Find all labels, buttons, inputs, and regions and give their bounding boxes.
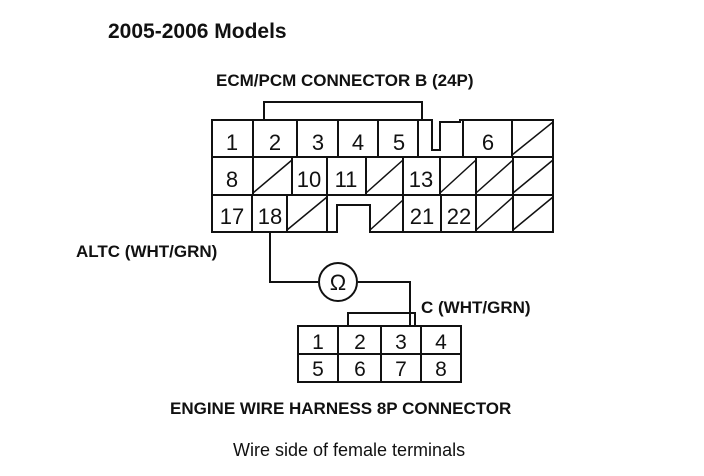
- ecm-terminal: 4: [352, 130, 364, 155]
- ohmmeter-symbol: [318, 262, 358, 302]
- model-title: 2005-2006 Models: [108, 20, 287, 43]
- ecm-connector-label: ECM/PCM CONNECTOR B (24P): [216, 71, 474, 90]
- ecm-terminal: 5: [393, 130, 405, 155]
- c-wire: [358, 281, 411, 326]
- ecm-terminal: 13: [409, 167, 433, 192]
- ohm-icon: Ω: [330, 270, 346, 295]
- altc-wire: [269, 232, 318, 283]
- altc-wire-label: ALTC (WHT/GRN): [76, 242, 217, 261]
- harness-terminal: 5: [312, 358, 324, 381]
- ecm-lock-tab: [263, 101, 423, 120]
- harness-terminal: 6: [354, 358, 366, 381]
- harness-connector-label: ENGINE WIRE HARNESS 8P CONNECTOR: [170, 399, 511, 418]
- harness-terminal: 1: [312, 331, 324, 354]
- caption: Wire side of female terminals: [233, 440, 465, 460]
- harness-terminal: 7: [395, 358, 407, 381]
- ecm-terminal: 11: [335, 167, 358, 192]
- harness-terminal: 3: [395, 331, 407, 354]
- ecm-terminal: 22: [447, 204, 471, 229]
- ecm-terminal: 21: [410, 204, 434, 229]
- ecm-terminal: 6: [482, 130, 494, 155]
- harness-terminal: 8: [435, 358, 447, 381]
- ecm-terminal: 10: [297, 167, 321, 192]
- ecm-connector: 1 2 3 4 5 6 8 10 11 13 17 18 21 22: [211, 119, 554, 233]
- ecm-terminal: 18: [258, 204, 282, 229]
- c-wire-label: C (WHT/GRN): [421, 298, 531, 317]
- harness-terminal: 4: [435, 331, 447, 354]
- ecm-terminal: 8: [226, 167, 238, 192]
- ecm-terminal: 1: [226, 130, 238, 155]
- harness-connector: 1 2 3 4 5 6 7 8: [297, 312, 462, 383]
- ecm-terminal: 17: [220, 204, 244, 229]
- ecm-terminal: 3: [312, 130, 324, 155]
- ecm-terminal: 2: [269, 130, 281, 155]
- harness-terminal: 2: [354, 331, 366, 354]
